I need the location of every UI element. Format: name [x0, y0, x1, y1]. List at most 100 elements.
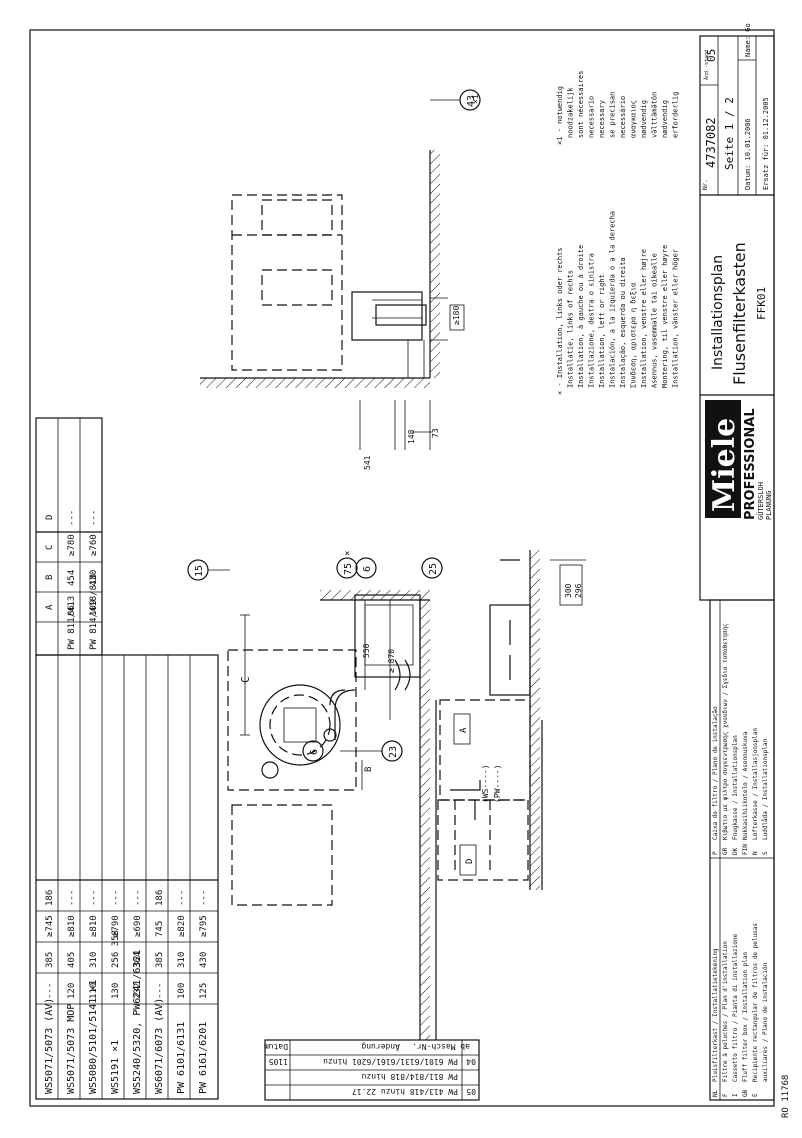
- title-2: Flusenfilterkasten: [730, 242, 749, 385]
- location-2: PLANUNG: [765, 490, 773, 520]
- note-line: Installation, vänster eller höger: [672, 249, 680, 388]
- model-cell: ---: [155, 983, 165, 999]
- dim-870: ≥ 870: [387, 649, 396, 673]
- note-line: ×1 - notwendig: [556, 86, 564, 145]
- model-cell: 745: [155, 921, 165, 937]
- pw-table-header: D: [45, 515, 55, 520]
- note-line: sont nécessaires: [577, 71, 585, 138]
- dim-300: 300: [564, 583, 573, 598]
- note-line: Montering, til venstre eller høyre: [661, 245, 669, 388]
- legend-code: F: [722, 1093, 729, 1097]
- model-name: WS5080/5101/5141 ×1: [88, 980, 99, 1094]
- legend-text: Nukkasihiikotelo / Asennuskuva: [742, 731, 749, 840]
- brand-sub: PROFESSIONAL: [743, 408, 758, 520]
- model-cell: 405: [67, 952, 77, 968]
- dim-c: C: [239, 676, 252, 683]
- revision-col-index: ab Masch-Nr.: [412, 1042, 470, 1051]
- ersatz: Ersatz für: 01.12.2005: [762, 97, 770, 190]
- pw-cell: ≥760: [89, 534, 99, 556]
- model-cell: 186: [45, 890, 55, 906]
- ws-pw-label-1: (WS----): [481, 764, 490, 803]
- pw-cell: ---: [89, 510, 99, 526]
- revision-col-change: Änderung: [361, 1042, 400, 1052]
- note-line: necessary: [598, 100, 606, 138]
- drawing-number: 4737082: [704, 117, 718, 168]
- location-1: GÜTERSLOH: [756, 482, 765, 520]
- note-line: Asennus, vasemmalle tai oikealle: [651, 253, 659, 388]
- callout-6-mid-label: 6: [309, 749, 320, 755]
- note-line: nødvendig: [661, 100, 669, 138]
- revision-date: 1105: [269, 1057, 288, 1066]
- legend-code: I: [732, 1093, 739, 1097]
- pw-cell: ---: [67, 510, 77, 526]
- legend-text: Luddlåda / Installationsplan: [762, 738, 769, 840]
- model-cell: 364: [133, 952, 143, 968]
- ws-pw-label-2: (PW----): [493, 764, 502, 803]
- model-cell: ---: [45, 983, 55, 999]
- note-line: Συνδεση, αριστερα η δεξια: [630, 283, 638, 388]
- legend-text: Cassetto filtro / Pianta di installazion…: [732, 934, 739, 1082]
- pw-cell: ≥780: [67, 534, 77, 556]
- model-name: WS5191 ×1: [110, 1040, 121, 1094]
- dim-a: A: [459, 727, 469, 733]
- model: FFK01: [755, 287, 768, 320]
- callout-6-mid: [302, 740, 324, 762]
- callout-25-label: 25: [428, 563, 439, 575]
- sheet-border: [29, 29, 775, 1107]
- legend-code: E: [752, 1093, 759, 1097]
- legend-text: Fnugkasse / Installationsplan: [732, 735, 739, 840]
- model-cell: ---: [111, 890, 121, 906]
- model-cell: ≥690: [133, 915, 143, 937]
- dim-d: D: [465, 859, 475, 864]
- model-cell: 130: [111, 983, 121, 999]
- model-cell: 125: [199, 983, 209, 999]
- model-name: PW 6161/6201: [198, 1022, 209, 1094]
- plan-views: ≥180 43 ×1 541 148 73: [187, 89, 586, 1040]
- model-name: WS5071/5073 (AV): [44, 998, 55, 1094]
- note-line: αναγκαιος: [630, 100, 638, 138]
- revision-text: PW 6101/6131/6161/6201 hinzu: [323, 1057, 458, 1066]
- model-cell: ≥810: [89, 915, 99, 937]
- pw-cell: 430: [89, 570, 99, 586]
- note-line: erforderlig: [672, 92, 680, 138]
- dim-73: 73: [431, 428, 440, 438]
- callout-43-x1: ×1: [471, 94, 480, 104]
- pw-model-name: PW 811/413: [67, 596, 77, 650]
- dim-148: 148: [407, 429, 416, 444]
- legend-code: S: [762, 851, 769, 855]
- pw-table-header: A: [45, 604, 55, 610]
- note-line: Installation, à gauche ou à droite: [577, 245, 585, 388]
- callout-23-label: 23: [388, 746, 399, 758]
- dim-b: B: [364, 767, 374, 772]
- revision-text: PW 811/814/818 hinzu: [361, 1072, 458, 1081]
- legend-text: Lofterkasse / Installasjonsplan: [752, 728, 759, 840]
- revision-index: 04: [466, 1057, 476, 1066]
- corner-code: RO 11768: [781, 1075, 791, 1118]
- note-line: Installatie, links of rechts: [567, 270, 575, 388]
- models-table: WS5071/5073 (AV)---385≥745186WS5071/5073…: [35, 654, 219, 1100]
- model-cell: ≥820: [177, 915, 187, 937]
- index: 05: [705, 49, 718, 62]
- x-mark: ×: [343, 551, 353, 556]
- note-line: Installation, left or right: [598, 274, 606, 388]
- dim-296: 296: [574, 583, 583, 598]
- note-line: Installazione, destra o sinistra: [588, 253, 596, 388]
- date: Datum: 10.01.2006: [744, 118, 752, 190]
- model-cell: ≥745: [45, 915, 55, 937]
- model-cell: 256 358: [111, 930, 121, 968]
- pw-model-name: PW 814/418/818: [89, 574, 99, 650]
- callout-25: [421, 557, 443, 579]
- note-line: nødvendig: [640, 100, 648, 138]
- miele-logo: [705, 400, 741, 518]
- note-line: necessário: [619, 96, 627, 138]
- model-name: WS5071/5073 MOP: [66, 1004, 77, 1094]
- model-cell: 186: [155, 890, 165, 906]
- pw-cell: 454: [67, 570, 77, 586]
- nr-label: Nr.: [702, 179, 709, 190]
- model-cell: ---: [133, 890, 143, 906]
